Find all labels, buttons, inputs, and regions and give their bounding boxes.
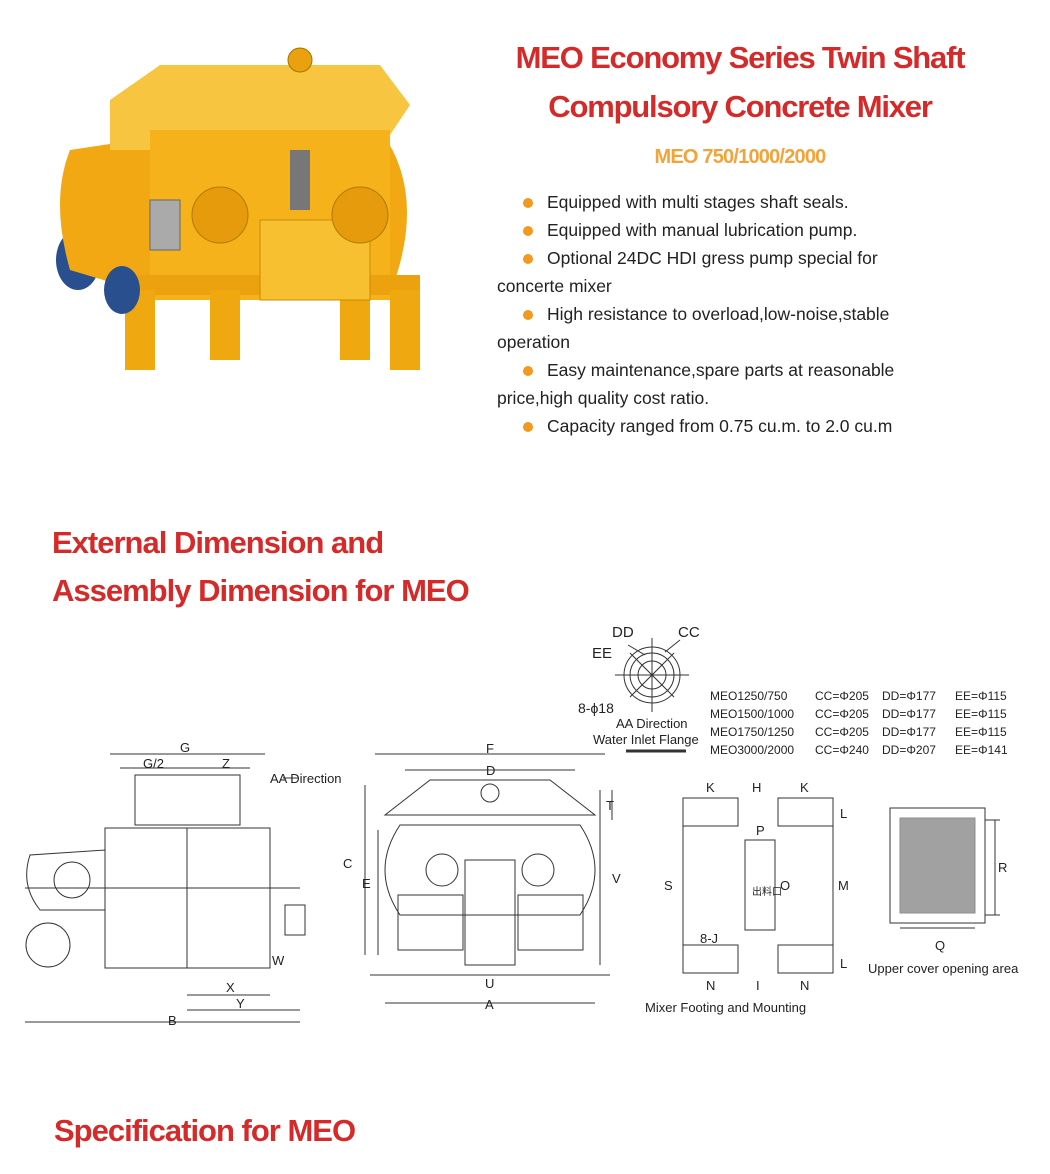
- svg-text:MEO1500/1000: MEO1500/1000: [710, 707, 794, 721]
- mixer-product-image: [56, 47, 420, 370]
- dimension-heading-line2: Assembly Dimension for MEO: [52, 573, 470, 608]
- svg-text:8-J: 8-J: [700, 931, 718, 946]
- specification-heading: Specification for MEO: [54, 1113, 356, 1148]
- svg-text:EE=Φ115: EE=Φ115: [955, 707, 1007, 721]
- feature-item: High resistance to overload,low-noise,st…: [497, 304, 890, 352]
- cover-drawing: R Q Upper cover opening area: [868, 807, 1019, 976]
- svg-text:EE: EE: [592, 645, 612, 662]
- bullet-icon: [523, 310, 533, 320]
- dimension-heading-line1: External Dimension and: [52, 525, 384, 560]
- svg-text:Y: Y: [236, 996, 245, 1011]
- svg-text:CC: CC: [678, 624, 700, 641]
- svg-text:AA Direction: AA Direction: [616, 716, 688, 731]
- svg-text:Z: Z: [222, 756, 230, 771]
- svg-text:K: K: [706, 780, 715, 795]
- svg-text:DD: DD: [612, 624, 634, 641]
- svg-text:G/2: G/2: [143, 756, 164, 771]
- svg-text:CC=Φ240: CC=Φ240: [815, 743, 869, 757]
- feature-item: Equipped with manual lubrication pump.: [497, 216, 937, 244]
- svg-text:D: D: [486, 763, 495, 778]
- dimension-drawing: DD CC EE 8-ϕ18 AA Direction Water Inlet …: [25, 624, 1019, 1028]
- svg-text:N: N: [706, 978, 715, 993]
- svg-text:T: T: [606, 798, 614, 813]
- svg-text:DD=Φ177: DD=Φ177: [882, 725, 936, 739]
- bullet-icon: [523, 366, 533, 376]
- svg-text:L: L: [840, 806, 847, 821]
- footing-drawing: K H K L P S O M 出料口 8-J N I N L Mixer Fo…: [645, 780, 849, 1015]
- svg-text:W: W: [272, 953, 285, 968]
- svg-text:G: G: [180, 740, 190, 755]
- model-subtitle: MEO 750/1000/2000: [654, 146, 827, 168]
- svg-text:DD=Φ177: DD=Φ177: [882, 707, 936, 721]
- product-title-line2: Compulsory Concrete Mixer: [548, 89, 933, 124]
- svg-text:K: K: [800, 780, 809, 795]
- feature-item: Capacity ranged from 0.75 cu.m. to 2.0 c…: [497, 412, 937, 440]
- svg-text:E: E: [362, 876, 371, 891]
- svg-text:U: U: [485, 976, 494, 991]
- bullet-icon: [523, 422, 533, 432]
- svg-text:Upper cover opening area: Upper cover opening area: [868, 961, 1019, 976]
- svg-text:B: B: [168, 1013, 177, 1028]
- svg-text:Q: Q: [935, 938, 945, 953]
- side-view-drawing: G G/2 Z AA Direction X Y B W: [25, 740, 342, 1028]
- svg-text:MEO3000/2000: MEO3000/2000: [710, 743, 794, 757]
- svg-text:DD=Φ207: DD=Φ207: [882, 743, 936, 757]
- svg-text:EE=Φ115: EE=Φ115: [955, 725, 1007, 739]
- svg-text:EE=Φ115: EE=Φ115: [955, 689, 1007, 703]
- svg-text:AA Direction: AA Direction: [270, 771, 342, 786]
- product-title-line1: MEO Economy Series Twin Shaft: [515, 40, 966, 75]
- feature-item: Easy maintenance,spare parts at reasonab…: [497, 360, 895, 408]
- svg-text:P: P: [756, 823, 765, 838]
- svg-text:CC=Φ205: CC=Φ205: [815, 689, 869, 703]
- svg-text:M: M: [838, 878, 849, 893]
- svg-text:CC=Φ205: CC=Φ205: [815, 725, 869, 739]
- svg-text:H: H: [752, 780, 761, 795]
- svg-text:F: F: [486, 741, 494, 756]
- feature-item: Optional 24DC HDI gress pump special for…: [497, 248, 878, 296]
- svg-text:N: N: [800, 978, 809, 993]
- bullet-icon: [523, 254, 533, 264]
- svg-text:DD=Φ177: DD=Φ177: [882, 689, 936, 703]
- water-inlet-flange: DD CC EE 8-ϕ18 AA Direction Water Inlet …: [578, 624, 700, 753]
- feature-item: Equipped with multi stages shaft seals.: [497, 188, 937, 216]
- bullet-icon: [523, 226, 533, 236]
- svg-text:C: C: [343, 856, 352, 871]
- bullet-icon: [523, 198, 533, 208]
- svg-text:X: X: [226, 980, 235, 995]
- svg-text:MEO1250/750: MEO1250/750: [710, 689, 788, 703]
- svg-text:EE=Φ141: EE=Φ141: [955, 743, 1008, 757]
- svg-text:S: S: [664, 878, 673, 893]
- svg-text:MEO1750/1250: MEO1750/1250: [710, 725, 794, 739]
- feature-list: Equipped with multi stages shaft seals. …: [497, 188, 937, 440]
- svg-text:O: O: [780, 878, 790, 893]
- svg-text:出料口: 出料口: [752, 885, 782, 898]
- svg-text:8-ϕ18: 8-ϕ18: [578, 700, 614, 716]
- svg-text:V: V: [612, 871, 621, 886]
- front-view-drawing: F D T C E V U A: [343, 741, 621, 1012]
- svg-text:A: A: [485, 997, 494, 1012]
- svg-text:R: R: [998, 860, 1007, 875]
- svg-text:I: I: [756, 978, 760, 993]
- svg-text:CC=Φ205: CC=Φ205: [815, 707, 869, 721]
- svg-text:L: L: [840, 956, 847, 971]
- svg-text:Water Inlet Flange: Water Inlet Flange: [593, 732, 699, 747]
- svg-text:Mixer Footing and Mounting: Mixer Footing and Mounting: [645, 1000, 806, 1015]
